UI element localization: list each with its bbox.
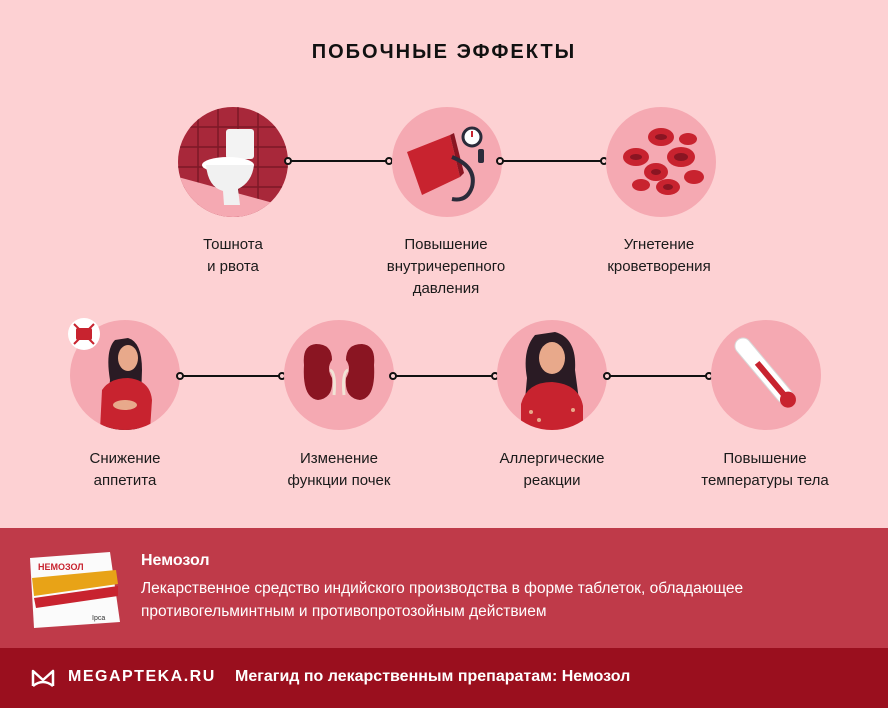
effect-label-intracranial-pressure: Повышение внутричерепного давления [386, 236, 506, 297]
drug-description: Лекарственное средство индийского произв… [141, 580, 744, 620]
connector-dot [496, 157, 504, 165]
page-title: ПОБОЧНЫЕ ЭФФЕКТЫ [311, 41, 577, 63]
svg-text:НЕМОЗОЛ: НЕМОЗОЛ [38, 562, 84, 572]
toilet-icon [178, 107, 288, 217]
brand-name[interactable]: MEGAPTEKA.RU [68, 668, 216, 685]
effect-label-appetite: Снижение аппетита [89, 450, 161, 489]
megapteka-logo-icon [31, 669, 55, 688]
no-food-icon [68, 318, 100, 350]
svg-text:Ipca: Ipca [92, 615, 105, 622]
footer-caption: Мегагид по лекарственным препаратам: Нем… [235, 668, 631, 685]
connector-line [394, 375, 496, 377]
connector-dot [176, 372, 184, 380]
blood-cells-icon [606, 107, 716, 217]
kidneys-icon [284, 320, 394, 430]
drug-name: Немозол [141, 552, 210, 569]
drug-info-band [0, 528, 888, 648]
allergic-woman-icon [497, 320, 607, 430]
connector-line [181, 375, 282, 377]
connector-dot [603, 372, 611, 380]
effect-label-kidney-function: Изменение функции почек [287, 450, 391, 489]
drug-package-image: НЕМОЗОЛ Ipca [30, 552, 120, 628]
connector-line [608, 375, 709, 377]
connector-line [500, 160, 604, 162]
effect-label-temperature: Повышение температуры тела [701, 450, 829, 489]
blood-pressure-cuff-icon [392, 107, 502, 217]
connector-dot [389, 372, 397, 380]
effect-label-hematopoiesis: Угнетение кроветворения [607, 236, 711, 275]
effect-label-nausea: Тошнота и рвота [203, 236, 263, 275]
connector-line [288, 160, 390, 162]
effect-label-allergy: Аллергические реакции [499, 450, 605, 489]
thermometer-icon [711, 320, 821, 430]
connector-dot [284, 157, 292, 165]
footer-bar [0, 648, 888, 708]
